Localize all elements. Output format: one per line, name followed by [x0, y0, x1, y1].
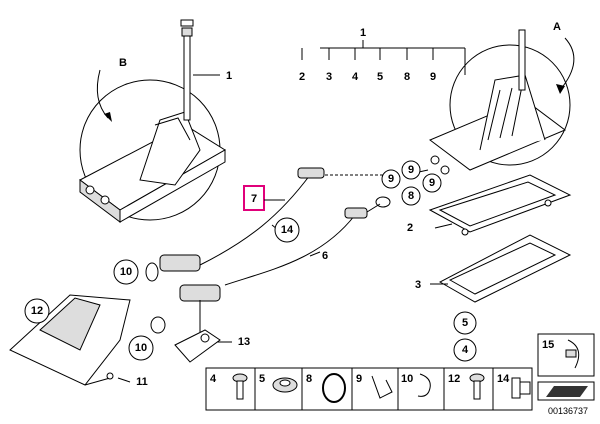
seal-frame — [438, 234, 572, 303]
callout-sub-2: 2 — [299, 71, 305, 83]
left-shifter-assembly — [79, 19, 226, 223]
legend-num-14: 14 — [497, 373, 510, 385]
callout-sub-8: 8 — [404, 71, 410, 83]
callout-6: 6 — [322, 250, 328, 262]
callout-sub-4: 4 — [352, 71, 359, 83]
circled-callout-10b: 10 — [128, 335, 154, 361]
legend-num-9: 9 — [356, 373, 362, 385]
callout-2: 2 — [407, 222, 413, 234]
cable-tie-icon — [565, 339, 580, 369]
callout-sub-5: 5 — [377, 71, 383, 83]
clip-icon — [371, 375, 393, 399]
legend-num-4: 4 — [210, 373, 217, 385]
svg-text:10: 10 — [135, 342, 147, 354]
spring-clip-icon — [417, 373, 431, 397]
legend-num-15: 15 — [542, 339, 554, 351]
leader-lines — [117, 40, 466, 383]
circled-callout-10a: 10 — [113, 259, 139, 285]
bolt-icon — [232, 373, 248, 400]
callout-7-highlight: 7 — [243, 185, 285, 211]
svg-text:10: 10 — [120, 266, 132, 278]
catalog-arrow-box — [537, 381, 595, 401]
svg-text:12: 12 — [31, 305, 43, 317]
highlight-box — [243, 185, 265, 211]
legend-15-frame — [537, 333, 595, 377]
bracket-13 — [174, 329, 221, 363]
arrow-b-head — [104, 112, 112, 122]
shifter-base-front — [119, 149, 226, 223]
circled-callout-4: 4 — [453, 338, 477, 362]
shift-cable-6 — [224, 214, 356, 286]
arrow-a — [559, 37, 575, 91]
catalog-number: 00136737 — [548, 406, 588, 416]
catalog-arrow-icon — [546, 386, 588, 397]
callout-13: 13 — [238, 336, 250, 348]
legend-num-12: 12 — [448, 373, 460, 385]
callout-a: A — [553, 21, 561, 33]
callout-sub-9: 9 — [430, 71, 436, 83]
magnifier-circle-right — [449, 44, 571, 166]
boot — [479, 74, 546, 151]
callout-b: B — [119, 57, 127, 69]
legend-num-10: 10 — [401, 373, 413, 385]
callout-11: 11 — [136, 376, 148, 388]
right-shifter-assembly — [429, 29, 575, 175]
callout-3: 3 — [415, 279, 421, 291]
svg-text:8: 8 — [408, 190, 414, 202]
gasket-frame — [428, 174, 572, 236]
lever-base-12 — [9, 294, 131, 386]
o-ring-icon — [322, 373, 346, 403]
circled-callout-9b: 9 — [422, 173, 442, 193]
svg-text:9: 9 — [388, 173, 394, 185]
svg-text:9: 9 — [408, 164, 414, 176]
legend-frame — [205, 367, 533, 411]
shift-lever-right — [518, 29, 526, 91]
cable-end-upper — [159, 254, 201, 272]
svg-text:5: 5 — [462, 317, 468, 329]
circled-callout-14: 14 — [274, 217, 300, 243]
circled-callout-9a: 9 — [401, 160, 421, 180]
legend-num-8: 8 — [306, 373, 312, 385]
callout-main-1: 1 — [360, 27, 366, 39]
circled-callout-5: 5 — [453, 311, 477, 335]
arrow-b — [96, 69, 109, 119]
callout-sub-3: 3 — [326, 71, 332, 83]
callout-left-1: 1 — [226, 70, 232, 82]
grommet-icon — [272, 377, 298, 393]
legend-num-5: 5 — [259, 373, 265, 385]
parts-legend: 4 5 8 9 10 12 14 — [205, 333, 595, 416]
callout-7: 7 — [251, 193, 257, 205]
shift-cables — [145, 167, 391, 335]
circled-callout-9c: 9 — [381, 169, 401, 189]
circled-callout-12: 12 — [24, 298, 50, 324]
cable-clip-icon — [511, 377, 531, 399]
screw-icon — [469, 373, 485, 400]
circled-callout-8a: 8 — [401, 186, 421, 206]
svg-text:4: 4 — [462, 344, 469, 356]
shift-lever-left — [183, 29, 191, 121]
cable-end-lower — [179, 284, 221, 302]
shift-cable-7 — [199, 174, 311, 266]
svg-text:9: 9 — [429, 177, 435, 189]
svg-text:14: 14 — [281, 224, 294, 236]
